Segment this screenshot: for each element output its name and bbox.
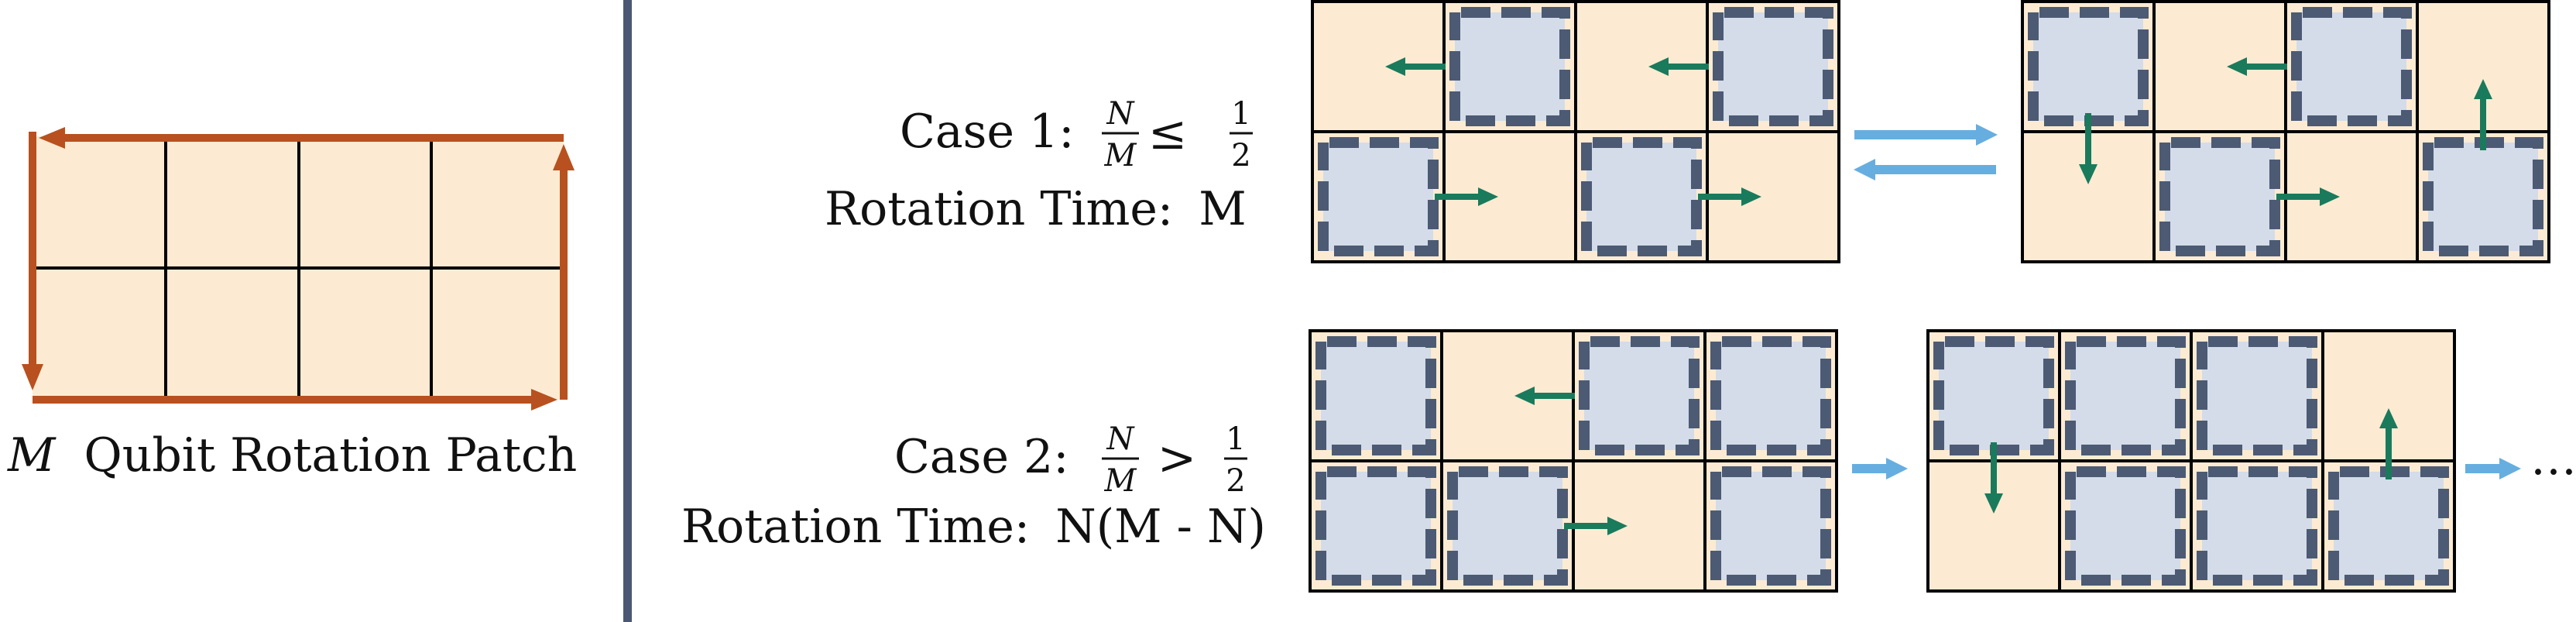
panel-divider xyxy=(623,0,632,622)
qubit-tile xyxy=(1579,336,1700,455)
case1-title: Case 1: xyxy=(900,105,1074,159)
case2-rotation-label: Rotation Time: xyxy=(681,500,1030,554)
case2-relation: > xyxy=(1158,431,1196,486)
patch-label-text: Qubit Rotation Patch xyxy=(84,428,578,483)
case1-state-b-gridlines xyxy=(2021,0,2550,263)
qubit-tile xyxy=(2197,336,2317,455)
case2-label: Case 2: N M > 1 2 Rotation Time: N(M - N… xyxy=(681,421,1266,554)
qubit-tile xyxy=(2423,137,2543,256)
case2-frac-den: M xyxy=(1104,463,1137,499)
qubit-tile xyxy=(1447,466,1568,586)
case1-label: Case 1: N M ≤ 1 2 Rotation Time: M xyxy=(825,96,1253,236)
case2-half-den: 2 xyxy=(1226,463,1245,499)
case1-rotation-value: M xyxy=(1199,182,1246,236)
patch-grids xyxy=(1309,0,2550,593)
case2-title: Case 2: xyxy=(894,430,1068,484)
case1-rotation-label: Rotation Time: xyxy=(825,182,1173,236)
case2-frac-num: N xyxy=(1106,421,1136,457)
qubit-tile xyxy=(1318,137,1439,256)
patch-label-symbol: M xyxy=(7,428,57,483)
qubit-tile xyxy=(2197,466,2317,586)
qubit-tile xyxy=(1933,336,2054,455)
qubit-tile xyxy=(2328,466,2449,586)
rotation-patch-grid xyxy=(33,136,564,400)
qubit-tile xyxy=(1315,336,1436,455)
case2-state-b-gridlines xyxy=(1926,329,2456,593)
qubit-tile xyxy=(1710,466,1831,586)
qubit-tile xyxy=(1581,137,1702,256)
qubit-tile xyxy=(1315,466,1436,586)
case1-state-a-gridlines xyxy=(1311,0,1840,263)
case1-frac-den: M xyxy=(1104,138,1137,174)
step-arrows xyxy=(1852,124,2521,479)
qubit-tile xyxy=(2028,7,2149,126)
rotation-patch: M Qubit Rotation Patch xyxy=(7,127,577,483)
case2-state-a-gridlines xyxy=(1309,329,1838,593)
qubit-tile xyxy=(2065,336,2186,455)
qubit-tile xyxy=(1710,336,1831,455)
case2-rotation-time: Rotation Time: N(M - N) xyxy=(681,500,1266,554)
qubit-tile xyxy=(1713,7,1833,126)
case1-state-a xyxy=(1311,0,1840,263)
qubit-tile xyxy=(2291,7,2412,126)
case1-state-b xyxy=(2021,0,2550,263)
case1-relation: ≤ xyxy=(1148,106,1187,160)
patch-label: M Qubit Rotation Patch xyxy=(7,428,577,483)
qubit-tile xyxy=(1449,7,1570,126)
case1-rotation-time: Rotation Time: M xyxy=(825,182,1247,236)
case2-rotation-value: N(M - N) xyxy=(1055,500,1266,554)
case2-continuation: … xyxy=(2530,431,2576,486)
qubit-tile xyxy=(2159,137,2280,256)
qubit-tile xyxy=(2065,466,2186,586)
case2-state-b xyxy=(1926,329,2456,593)
case1-half-den: 2 xyxy=(1231,138,1250,174)
case1-half-num: 1 xyxy=(1231,96,1250,132)
rotation-cycle-arrows xyxy=(22,127,575,411)
case2-state-a xyxy=(1309,329,1838,593)
case1-frac-num: N xyxy=(1106,96,1136,132)
case2-half-num: 1 xyxy=(1226,421,1245,457)
